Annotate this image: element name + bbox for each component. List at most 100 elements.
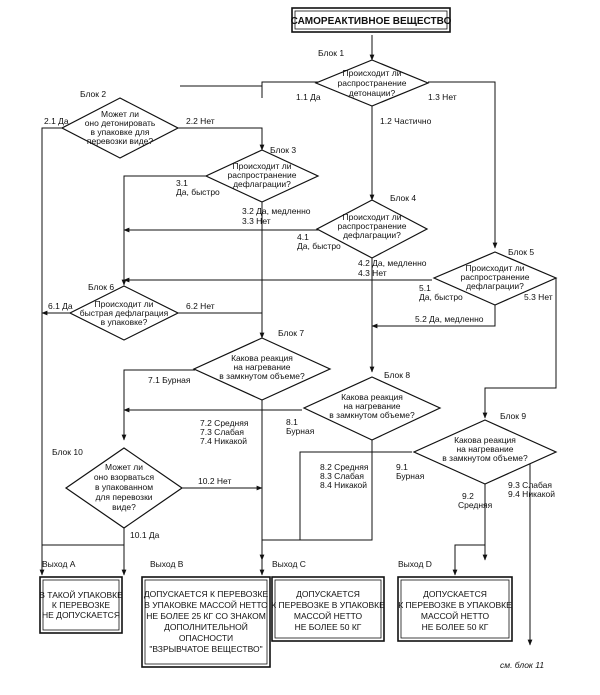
exit-a: Выход A В ТАКОЙ УПАКОВКЕ К ПЕРЕВОЗКЕ НЕ … [39, 559, 123, 634]
block-2-label: Блок 2 [80, 89, 106, 99]
exit-b: Выход B ДОПУСКАЕТСЯ К ПЕРЕВОЗКЕ В УПАКОВ… [141, 559, 271, 668]
exit-b-t0: ДОПУСКАЕТСЯ К ПЕРЕВОЗКЕ [144, 589, 269, 599]
block-9: Блок 9 Какова реакция на нагревание в за… [412, 411, 558, 485]
block-9-q2: в замкнутом объеме? [442, 453, 528, 463]
block-10-q1: оно взорваться [94, 472, 155, 482]
block-9-q1: на нагревание [456, 444, 513, 454]
edge-4-3: 4.3 Нет [358, 268, 387, 278]
edge-3-1a: 3.1 [176, 178, 188, 188]
block-8-q2: в замкнутом объеме? [329, 410, 415, 420]
edge-9-1a: 9.1 [396, 462, 408, 472]
exit-c-label: Выход C [272, 559, 306, 569]
footnote: см. блок 11 [500, 660, 544, 670]
exit-a-label: Выход A [42, 559, 76, 569]
edge-10-2: 10.2 Нет [198, 476, 231, 486]
edge-1-3: 1.3 Нет [428, 92, 457, 102]
block-4: Блок 4 Происходит ли распространение деф… [315, 193, 429, 259]
block-5: Блок 5 Происходит ли распространение деф… [432, 247, 558, 306]
edge-2-1: 2.1 Да [44, 116, 69, 126]
block-2: Блок 2 Может ли оно детонировать в упако… [60, 89, 180, 159]
title-text: САМОРЕАКТИВНОЕ ВЕЩЕСТВО [291, 16, 452, 27]
edge-8-3: 8.3 Слабая [320, 471, 364, 481]
edge-5-1b: Да, быстро [419, 292, 463, 302]
block-8: Блок 8 Какова реакция на нагревание в за… [302, 370, 442, 441]
edge-9-2a: 9.2 [462, 491, 474, 501]
exit-d-t0: ДОПУСКАЕТСЯ [423, 589, 487, 599]
exit-a-t0: В ТАКОЙ УПАКОВКЕ [39, 589, 123, 600]
edge-7-1: 7.1 Бурная [148, 375, 191, 385]
block-6-q1: быстрая дефлаграция [80, 308, 169, 318]
block-6-q0: Происходит ли [95, 299, 154, 309]
block-1: Блок 1 Происходит ли распространение дет… [314, 48, 430, 107]
block-7-q0: Какова реакция [231, 353, 293, 363]
edge-2-2: 2.2 Нет [186, 116, 215, 126]
exit-b-t4: ОПАСНОСТИ [179, 633, 233, 643]
edge-8-2: 8.2 Средняя [320, 462, 369, 472]
block-10-q0: Может ли [105, 462, 143, 472]
edge-8-1a: 8.1 [286, 417, 298, 427]
block-1-q2: детонации? [349, 88, 396, 98]
block-10-q2: в упакованном [95, 482, 153, 492]
block-10-q4: виде? [112, 502, 136, 512]
exit-b-t1: В УПАКОВКЕ МАССОЙ НЕТТО [144, 599, 268, 610]
exit-a-t1: К ПЕРЕВОЗКЕ [52, 600, 111, 610]
exit-d-t3: НЕ БОЛЕЕ 50 КГ [422, 622, 489, 632]
edge-1-1: 1.1 Да [296, 92, 321, 102]
block-3-label: Блок 3 [270, 145, 296, 155]
exit-c-t0: ДОПУСКАЕТСЯ [296, 589, 360, 599]
edge-4-1a: 4.1 [297, 232, 309, 242]
block-5-q2: дефлаграции? [466, 281, 524, 291]
edge-6-1: 6.1 Да [48, 301, 73, 311]
exit-c-t1: К ПЕРЕВОЗКЕ В УПАКОВКЕ [271, 600, 385, 610]
edge-labels: 1.1 Да 1.2 Частично 1.3 Нет 2.1 Да 2.2 Н… [44, 92, 555, 540]
edge-5-1a: 5.1 [419, 283, 431, 293]
block-2-q1: оно детонировать [85, 118, 156, 128]
block-2-q0: Может ли [101, 109, 139, 119]
edge-9-1b: Бурная [396, 471, 425, 481]
block-4-label: Блок 4 [390, 193, 416, 203]
exit-c: Выход C ДОПУСКАЕТСЯ К ПЕРЕВОЗКЕ В УПАКОВ… [271, 559, 385, 642]
exit-d-t2: МАССОЙ НЕТТО [421, 610, 490, 621]
exit-d-label: Выход D [398, 559, 432, 569]
block-10: Блок 10 Может ли оно взорваться в упаков… [52, 447, 184, 529]
block-5-label: Блок 5 [508, 247, 534, 257]
block-4-q1: распространение [338, 221, 407, 231]
title-box: САМОРЕАКТИВНОЕ ВЕЩЕСТВО [291, 7, 452, 33]
exit-b-t2: НЕ БОЛЕЕ 25 КГ СО ЗНАКОМ [146, 611, 266, 621]
block-8-label: Блок 8 [384, 370, 410, 380]
edge-1-2: 1.2 Частично [380, 116, 432, 126]
block-6-q2: в упаковке? [101, 317, 148, 327]
block-6-label: Блок 6 [88, 282, 114, 292]
edge-9-2b: Средняя [458, 500, 493, 510]
block-5-q0: Происходит ли [466, 263, 525, 273]
exit-b-t5: "ВЗРЫВЧАТОЕ ВЕЩЕСТВО" [149, 644, 262, 654]
block-9-q0: Какова реакция [454, 435, 516, 445]
block-3-q0: Происходит ли [233, 161, 292, 171]
exit-c-t2: МАССОЙ НЕТТО [294, 610, 363, 621]
edge-10-1: 10.1 Да [130, 530, 160, 540]
edge-7-3: 7.3 Слабая [200, 427, 244, 437]
edge-5-3: 5.3 Нет [524, 292, 553, 302]
edge-3-2: 3.2 Да, медленно [242, 206, 311, 216]
block-2-q2: в упаковке для [91, 127, 150, 137]
block-1-label: Блок 1 [318, 48, 344, 58]
block-1-q0: Происходит ли [343, 68, 402, 78]
exit-a-t2: НЕ ДОПУСКАЕТСЯ [42, 610, 120, 620]
block-3-q2: дефлаграции? [233, 179, 291, 189]
edge-6-2: 6.2 Нет [186, 301, 215, 311]
block-7-label: Блок 7 [278, 328, 304, 338]
block-6: Блок 6 Происходит ли быстрая дефлаграция… [68, 282, 180, 341]
exit-d-t1: К ПЕРЕВОЗКЕ В УПАКОВКЕ [398, 600, 512, 610]
edge-4-1b: Да, быстро [297, 241, 341, 251]
exit-b-t3: ДОПОЛНИТЕЛЬНОЙ [164, 621, 248, 632]
block-8-q1: на нагревание [343, 401, 400, 411]
block-3-q1: распространение [228, 170, 297, 180]
edge-3-1b: Да, быстро [176, 187, 220, 197]
edge-7-4: 7.4 Никакой [200, 436, 247, 446]
block-7: Блок 7 Какова реакция на нагревание в за… [192, 328, 332, 401]
block-5-q1: распространение [461, 272, 530, 282]
edge-9-4: 9.4 Никакой [508, 489, 555, 499]
block-8-q0: Какова реакция [341, 392, 403, 402]
block-7-q1: на нагревание [233, 362, 290, 372]
